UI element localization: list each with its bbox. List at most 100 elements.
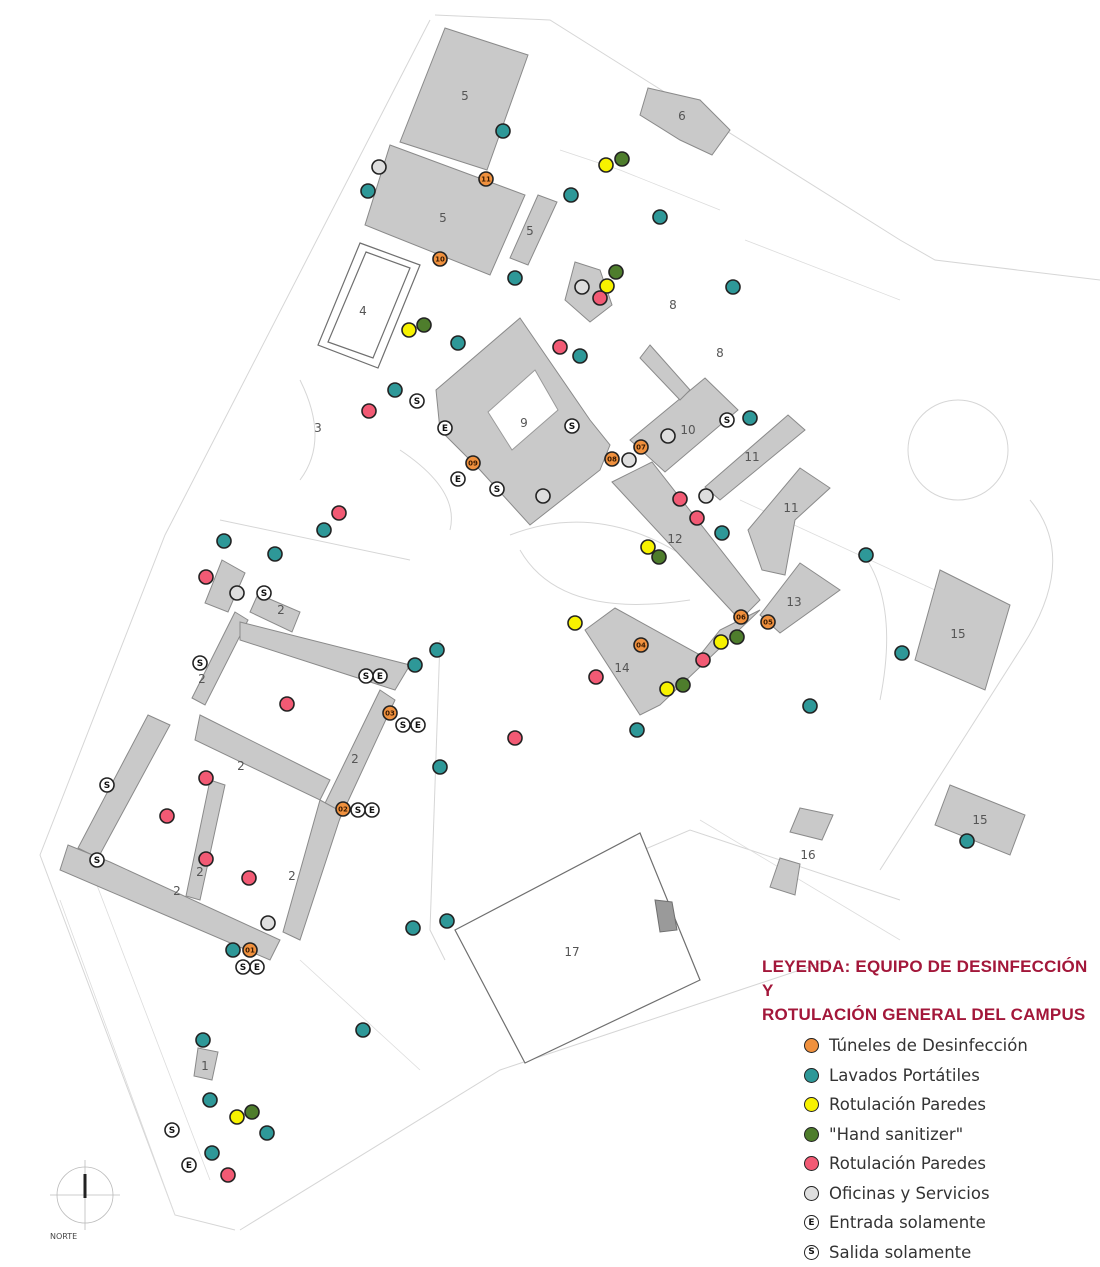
legend-item-office: Oficinas y Servicios — [804, 1179, 1098, 1209]
legend-label: Salida solamente — [829, 1243, 971, 1262]
tunnel-number: 06 — [736, 614, 746, 622]
building-label: 17 — [564, 945, 579, 959]
legend-label: Túneles de Desinfección — [829, 1036, 1028, 1055]
building-label: 8 — [669, 298, 677, 312]
signs2-marker-dot — [673, 492, 687, 506]
exit-glyph: S — [363, 672, 369, 682]
wash-marker — [715, 526, 729, 540]
office-marker-dot — [372, 160, 386, 174]
exit-marker: S — [90, 853, 104, 867]
wash-marker-dot — [196, 1033, 210, 1047]
wash-marker — [573, 349, 587, 363]
entry-glyph: E — [254, 963, 260, 973]
exit-marker: S — [565, 419, 579, 433]
wash-marker-dot — [406, 921, 420, 935]
wash-swatch-icon — [804, 1068, 819, 1083]
office-swatch-icon — [804, 1186, 819, 1201]
wash-marker-dot — [743, 411, 757, 425]
building-label: 5 — [439, 211, 447, 225]
signs2-marker — [508, 731, 522, 745]
signs2-marker — [696, 653, 710, 667]
signs2-marker — [362, 404, 376, 418]
wash-marker — [205, 1146, 219, 1160]
sanitizer-marker-dot — [676, 678, 690, 692]
exit-glyph: S — [724, 416, 730, 426]
exit-marker: S — [257, 586, 271, 600]
exit-glyph: S — [94, 856, 100, 866]
tunnel-marker: 04 — [634, 638, 648, 652]
entry-marker: E — [365, 803, 379, 817]
wash-marker — [496, 124, 510, 138]
exit-marker: S — [396, 718, 410, 732]
legend-label: "Hand sanitizer" — [829, 1125, 963, 1144]
legend-item-signs2: Rotulación Paredes — [804, 1149, 1098, 1179]
signs2-swatch-icon — [804, 1156, 819, 1171]
tunnel-marker: 02 — [336, 802, 350, 816]
wash-marker-dot — [451, 336, 465, 350]
wash-marker — [960, 834, 974, 848]
sanitizer-marker — [676, 678, 690, 692]
entry-glyph: E — [186, 1161, 192, 1171]
wash-marker — [630, 723, 644, 737]
wash-marker — [564, 188, 578, 202]
signs2-marker-dot — [242, 871, 256, 885]
wash-marker-dot — [630, 723, 644, 737]
building-label: 2 — [198, 672, 206, 686]
wash-marker — [895, 646, 909, 660]
office-marker — [536, 489, 550, 503]
wash-marker — [406, 921, 420, 935]
exit-swatch-icon: S — [804, 1245, 819, 1260]
wash-marker — [260, 1126, 274, 1140]
building-label: 13 — [786, 595, 801, 609]
tunnel-number: 02 — [338, 806, 348, 814]
sanitizer-marker-dot — [730, 630, 744, 644]
building-shapes — [60, 28, 1025, 1080]
exit-glyph: S — [240, 963, 246, 973]
sanitizer-marker — [417, 318, 431, 332]
signs-marker-dot — [714, 635, 728, 649]
wash-marker-dot — [361, 184, 375, 198]
signs2-marker-dot — [160, 809, 174, 823]
tunnel-marker: 01 — [243, 943, 257, 957]
office-marker — [372, 160, 386, 174]
signs2-marker — [673, 492, 687, 506]
entry-glyph: E — [377, 672, 383, 682]
building-label: 15 — [950, 627, 965, 641]
entry-glyph: E — [369, 806, 375, 816]
building-label: 5 — [461, 89, 469, 103]
sanitizer-marker — [615, 152, 629, 166]
signs2-marker — [160, 809, 174, 823]
legend-label: Rotulación Paredes — [829, 1095, 986, 1114]
wash-marker — [433, 760, 447, 774]
tunnel-number: 09 — [468, 460, 478, 468]
exit-glyph: S — [197, 659, 203, 669]
office-marker — [230, 586, 244, 600]
exit-glyph: S — [104, 781, 110, 791]
wash-marker — [196, 1033, 210, 1047]
tunnel-marker: 03 — [383, 706, 397, 720]
tunnel-marker: 09 — [466, 456, 480, 470]
wash-marker-dot — [217, 534, 231, 548]
building-label: 16 — [800, 848, 815, 862]
signs2-marker-dot — [508, 731, 522, 745]
wash-marker — [226, 943, 240, 957]
office-marker — [661, 429, 675, 443]
wash-marker-dot — [205, 1146, 219, 1160]
building-label: 2 — [173, 884, 181, 898]
sanitizer-marker — [652, 550, 666, 564]
office-marker-dot — [661, 429, 675, 443]
entry-marker: E — [373, 669, 387, 683]
signs-marker — [714, 635, 728, 649]
entry-marker: E — [182, 1158, 196, 1172]
sanitizer-marker-dot — [652, 550, 666, 564]
tunnel-number: 05 — [763, 619, 773, 627]
signs2-marker-dot — [199, 570, 213, 584]
wash-marker-dot — [803, 699, 817, 713]
exit-glyph: S — [494, 485, 500, 495]
building-label: 1 — [201, 1059, 209, 1073]
signs-marker — [641, 540, 655, 554]
tunnel-number: 04 — [636, 642, 646, 650]
building-label: 5 — [526, 224, 534, 238]
legend-title-line1: LEYENDA: EQUIPO DE DESINFECCIÓN Y — [762, 955, 1098, 1003]
